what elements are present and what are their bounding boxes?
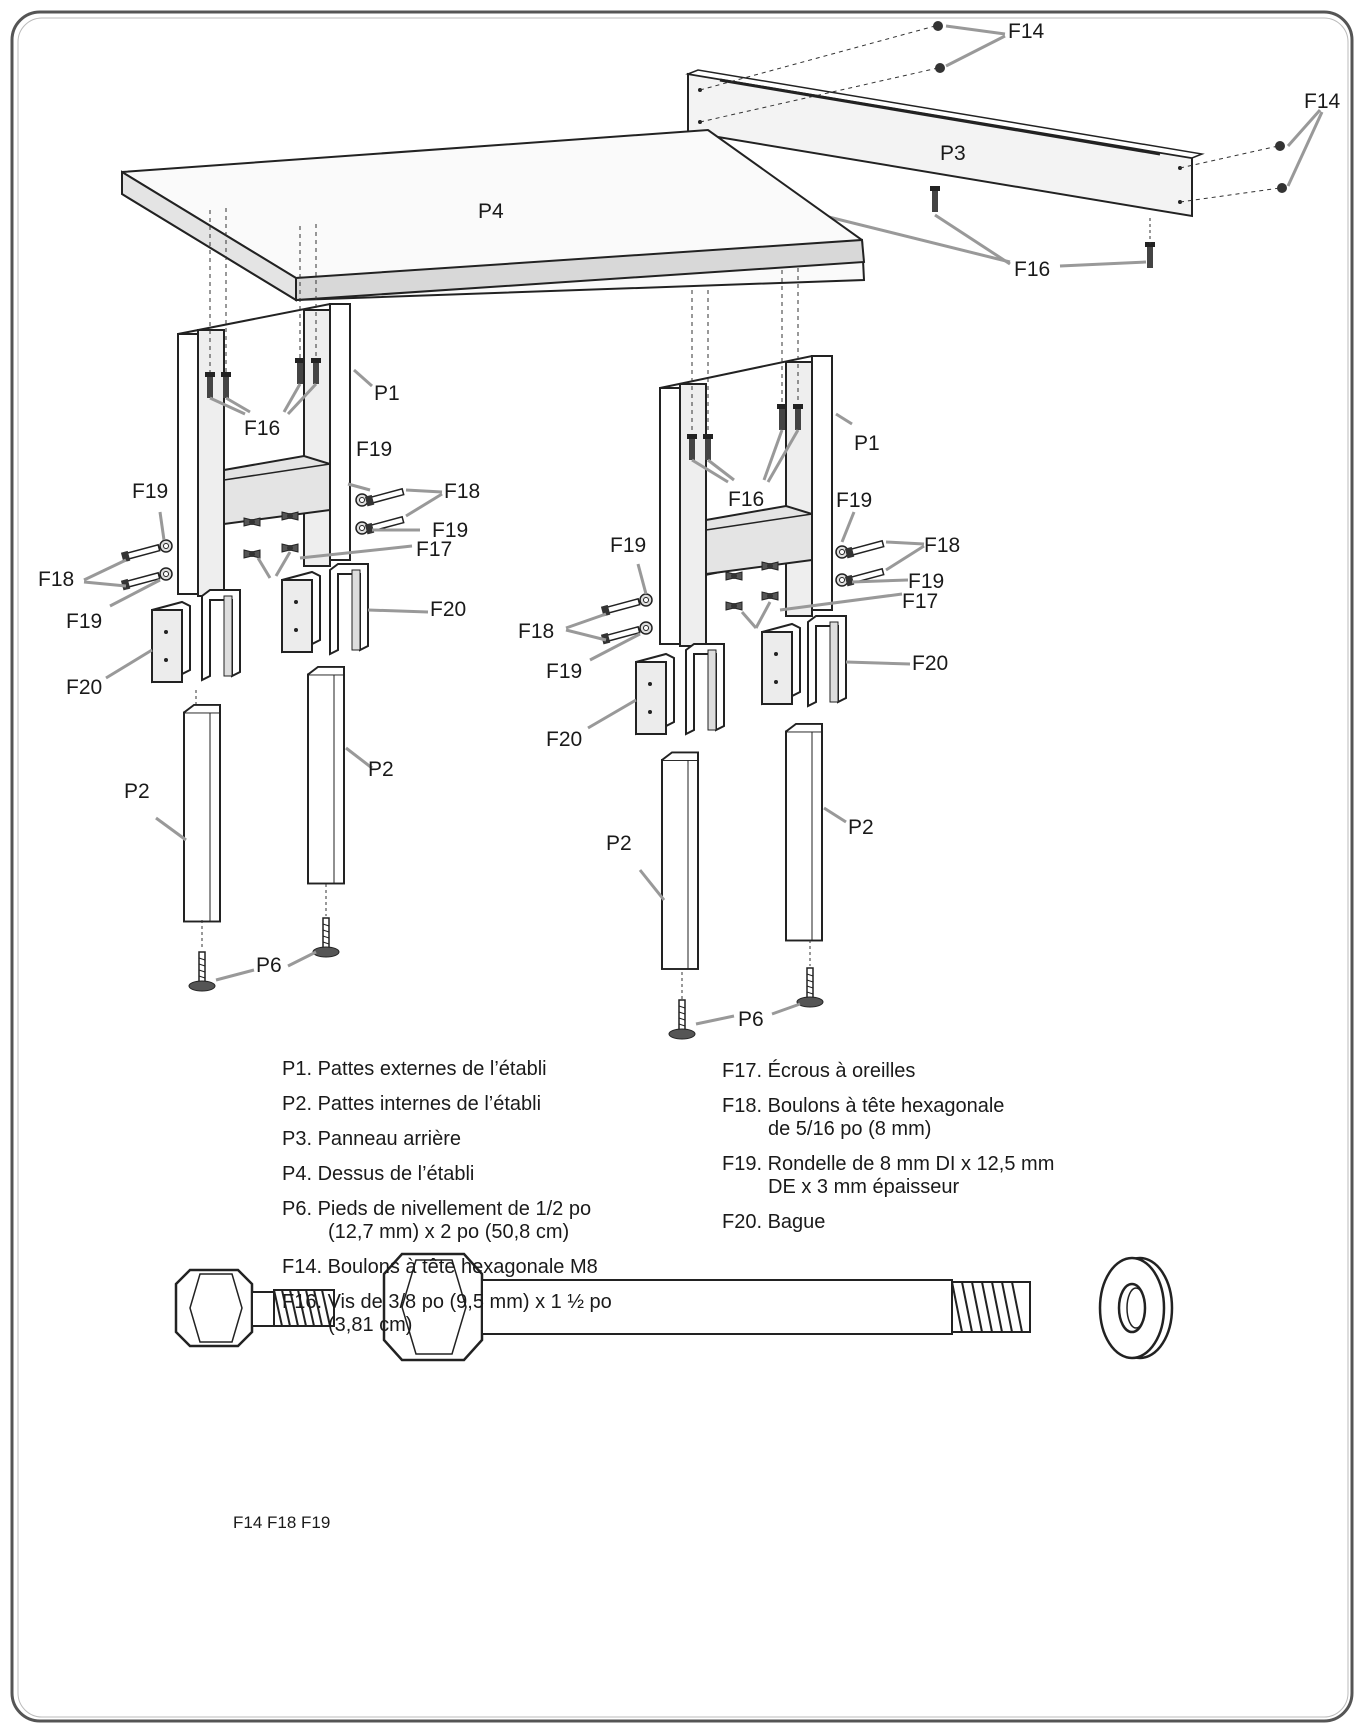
label-right-p1: P1: [854, 432, 880, 455]
legend-p1: P1. Pattes externes de l’établi: [282, 1058, 547, 1080]
label-right-f19-left-bottom: F19: [546, 660, 582, 683]
legend-left: P1. Pattes externes de l’établi P2. Patt…: [282, 1058, 612, 1337]
legend-p3: P3. Panneau arrière: [282, 1128, 462, 1150]
label-f16-top: F16: [1014, 258, 1050, 281]
label-p3: P3: [940, 142, 966, 165]
label-right-f19-right-bottom: F19: [908, 570, 944, 593]
label-right-f20-left: F20: [546, 728, 582, 751]
label-left-p1: P1: [374, 382, 400, 405]
label-left-f18-right: F18: [444, 480, 480, 503]
label-right-f20-right: F20: [912, 652, 948, 675]
legend-right: F17. Écrous à oreilles F18. Boulons à tê…: [722, 1060, 1054, 1234]
legend-p6: P6. Pieds de nivellement de 1/2 po(12,7 …: [282, 1198, 592, 1243]
label-right-f16: F16: [728, 488, 764, 511]
label-left-p2-right: P2: [368, 758, 394, 781]
hardware-caption: F14 F18 F19: [233, 1513, 331, 1532]
legend-p4: P4. Dessus de l’établi: [282, 1163, 475, 1185]
page-frame: [10, 10, 1354, 1723]
label-left-f19-right-bottom: F19: [432, 519, 468, 542]
table-top-p4: [121, 128, 866, 302]
f14-bolts: [699, 21, 1324, 203]
legend-f14: F14. Boulons à tête hexagonale M8: [282, 1256, 598, 1278]
long-hex-bolt: [382, 1252, 1031, 1362]
flat-washer: [1098, 1256, 1174, 1360]
back-panel-p3: [685, 69, 1205, 218]
label-left-f19-right-top: F19: [356, 438, 392, 461]
label-left-f16: F16: [244, 417, 280, 440]
label-f14-a: F14: [1008, 20, 1045, 43]
label-right-f18-left: F18: [518, 620, 554, 643]
label-left-p6: P6: [256, 954, 282, 977]
part-labels: F14 F14 P3 F16 P4 P1 F16 F19 F18 F19 F17…: [38, 20, 1341, 1031]
label-right-p2-right: P2: [848, 816, 874, 839]
right-leg-assembly: [565, 268, 925, 1040]
label-left-f19-left-top: F19: [132, 480, 168, 503]
left-outer-leg-p1: [177, 302, 351, 597]
left-leg-assembly: [83, 208, 443, 992]
short-hex-bolt: [174, 1268, 335, 1348]
legend-f16: F16. Vis de 3/8 po (9,5 mm) x 1 ½ po(3,8…: [282, 1291, 612, 1336]
label-f14-b: F14: [1304, 90, 1341, 113]
label-right-p6: P6: [738, 1008, 764, 1031]
label-right-f18-right: F18: [924, 534, 960, 557]
label-p4: P4: [478, 200, 504, 223]
right-outer-leg-p1: [659, 354, 833, 647]
label-left-f17: F17: [416, 538, 452, 561]
label-left-f20-right: F20: [430, 598, 466, 621]
legend-f17: F17. Écrous à oreilles: [722, 1060, 916, 1082]
label-right-p2-left: P2: [606, 832, 632, 855]
label-right-f19-right-top: F19: [836, 489, 872, 512]
label-right-f17: F17: [902, 590, 938, 613]
label-left-f19-left-bottom: F19: [66, 610, 102, 633]
label-left-p2-left: P2: [124, 780, 150, 803]
legend-p2: P2. Pattes internes de l’établi: [282, 1093, 542, 1115]
label-left-f20-left: F20: [66, 676, 102, 699]
label-left-f18-left: F18: [38, 568, 74, 591]
label-right-f19-left-top: F19: [610, 534, 646, 557]
legend-f20: F20. Bague: [722, 1211, 826, 1233]
